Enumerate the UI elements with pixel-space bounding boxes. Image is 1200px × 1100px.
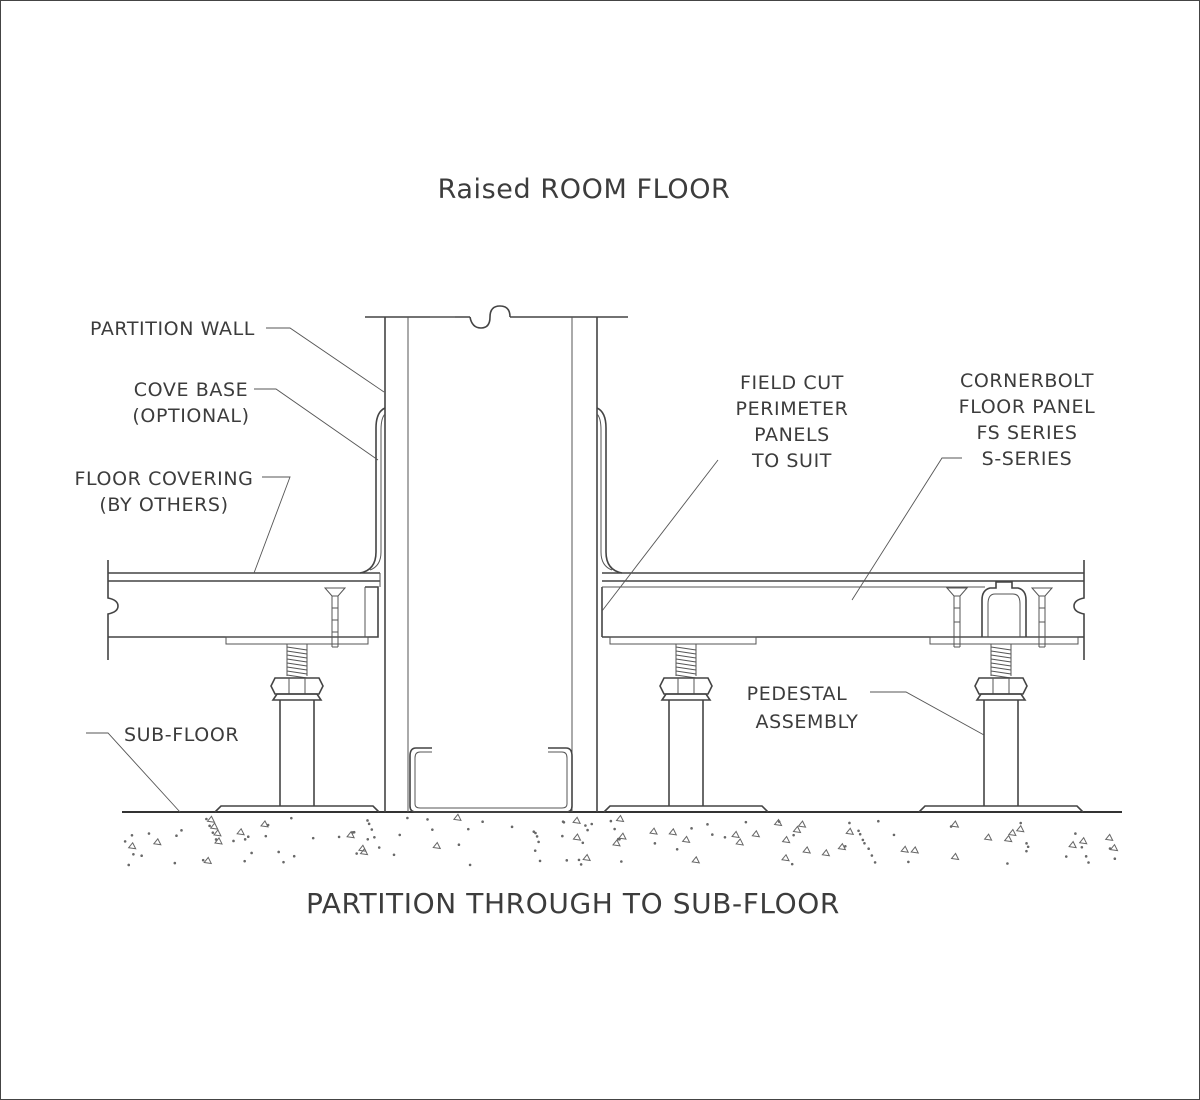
diagram-caption: PARTITION THROUGH TO SUB-FLOOR	[306, 887, 840, 920]
label-partition-wall: PARTITION WALL	[90, 318, 255, 340]
label-cove-base-1: COVE BASE	[134, 379, 248, 401]
label-field-cut-3: PANELS	[754, 424, 830, 446]
pedestal-1	[214, 644, 380, 813]
floor-panel-right	[601, 560, 1085, 660]
diagram-title: Raised ROOM FLOOR	[438, 174, 731, 205]
cove-base-right	[596, 407, 623, 574]
label-cornerbolt-1: CORNERBOLT	[960, 370, 1094, 392]
label-field-cut-4: TO SUIT	[751, 450, 832, 472]
cove-base-left	[359, 407, 386, 574]
pedestal-2	[603, 644, 769, 813]
label-field-cut-2: PERIMETER	[736, 398, 849, 420]
label-pedestal-2: ASSEMBLY	[755, 711, 858, 733]
partition-wall	[365, 305, 628, 813]
pedestal-3	[918, 644, 1084, 813]
leader-lines	[86, 327, 985, 813]
label-floor-covering-2: (BY OTHERS)	[99, 494, 228, 516]
label-cornerbolt-4: S-SERIES	[982, 448, 1073, 470]
label-floor-covering-1: FLOOR COVERING	[74, 468, 253, 490]
label-cornerbolt-2: FLOOR PANEL	[959, 396, 1096, 418]
floor-panel-left	[107, 560, 381, 660]
label-pedestal-1: PEDESTAL	[747, 683, 848, 705]
sub-floor-slab	[122, 811, 1122, 867]
pedestal-assemblies	[214, 644, 1084, 813]
label-field-cut-1: FIELD CUT	[740, 372, 844, 394]
callout-labels: PARTITION WALL COVE BASE (OPTIONAL) FLOO…	[74, 318, 1096, 746]
label-cornerbolt-3: FS SERIES	[976, 422, 1077, 444]
label-sub-floor: SUB-FLOOR	[124, 724, 239, 746]
label-cove-base-2: (OPTIONAL)	[132, 405, 249, 427]
